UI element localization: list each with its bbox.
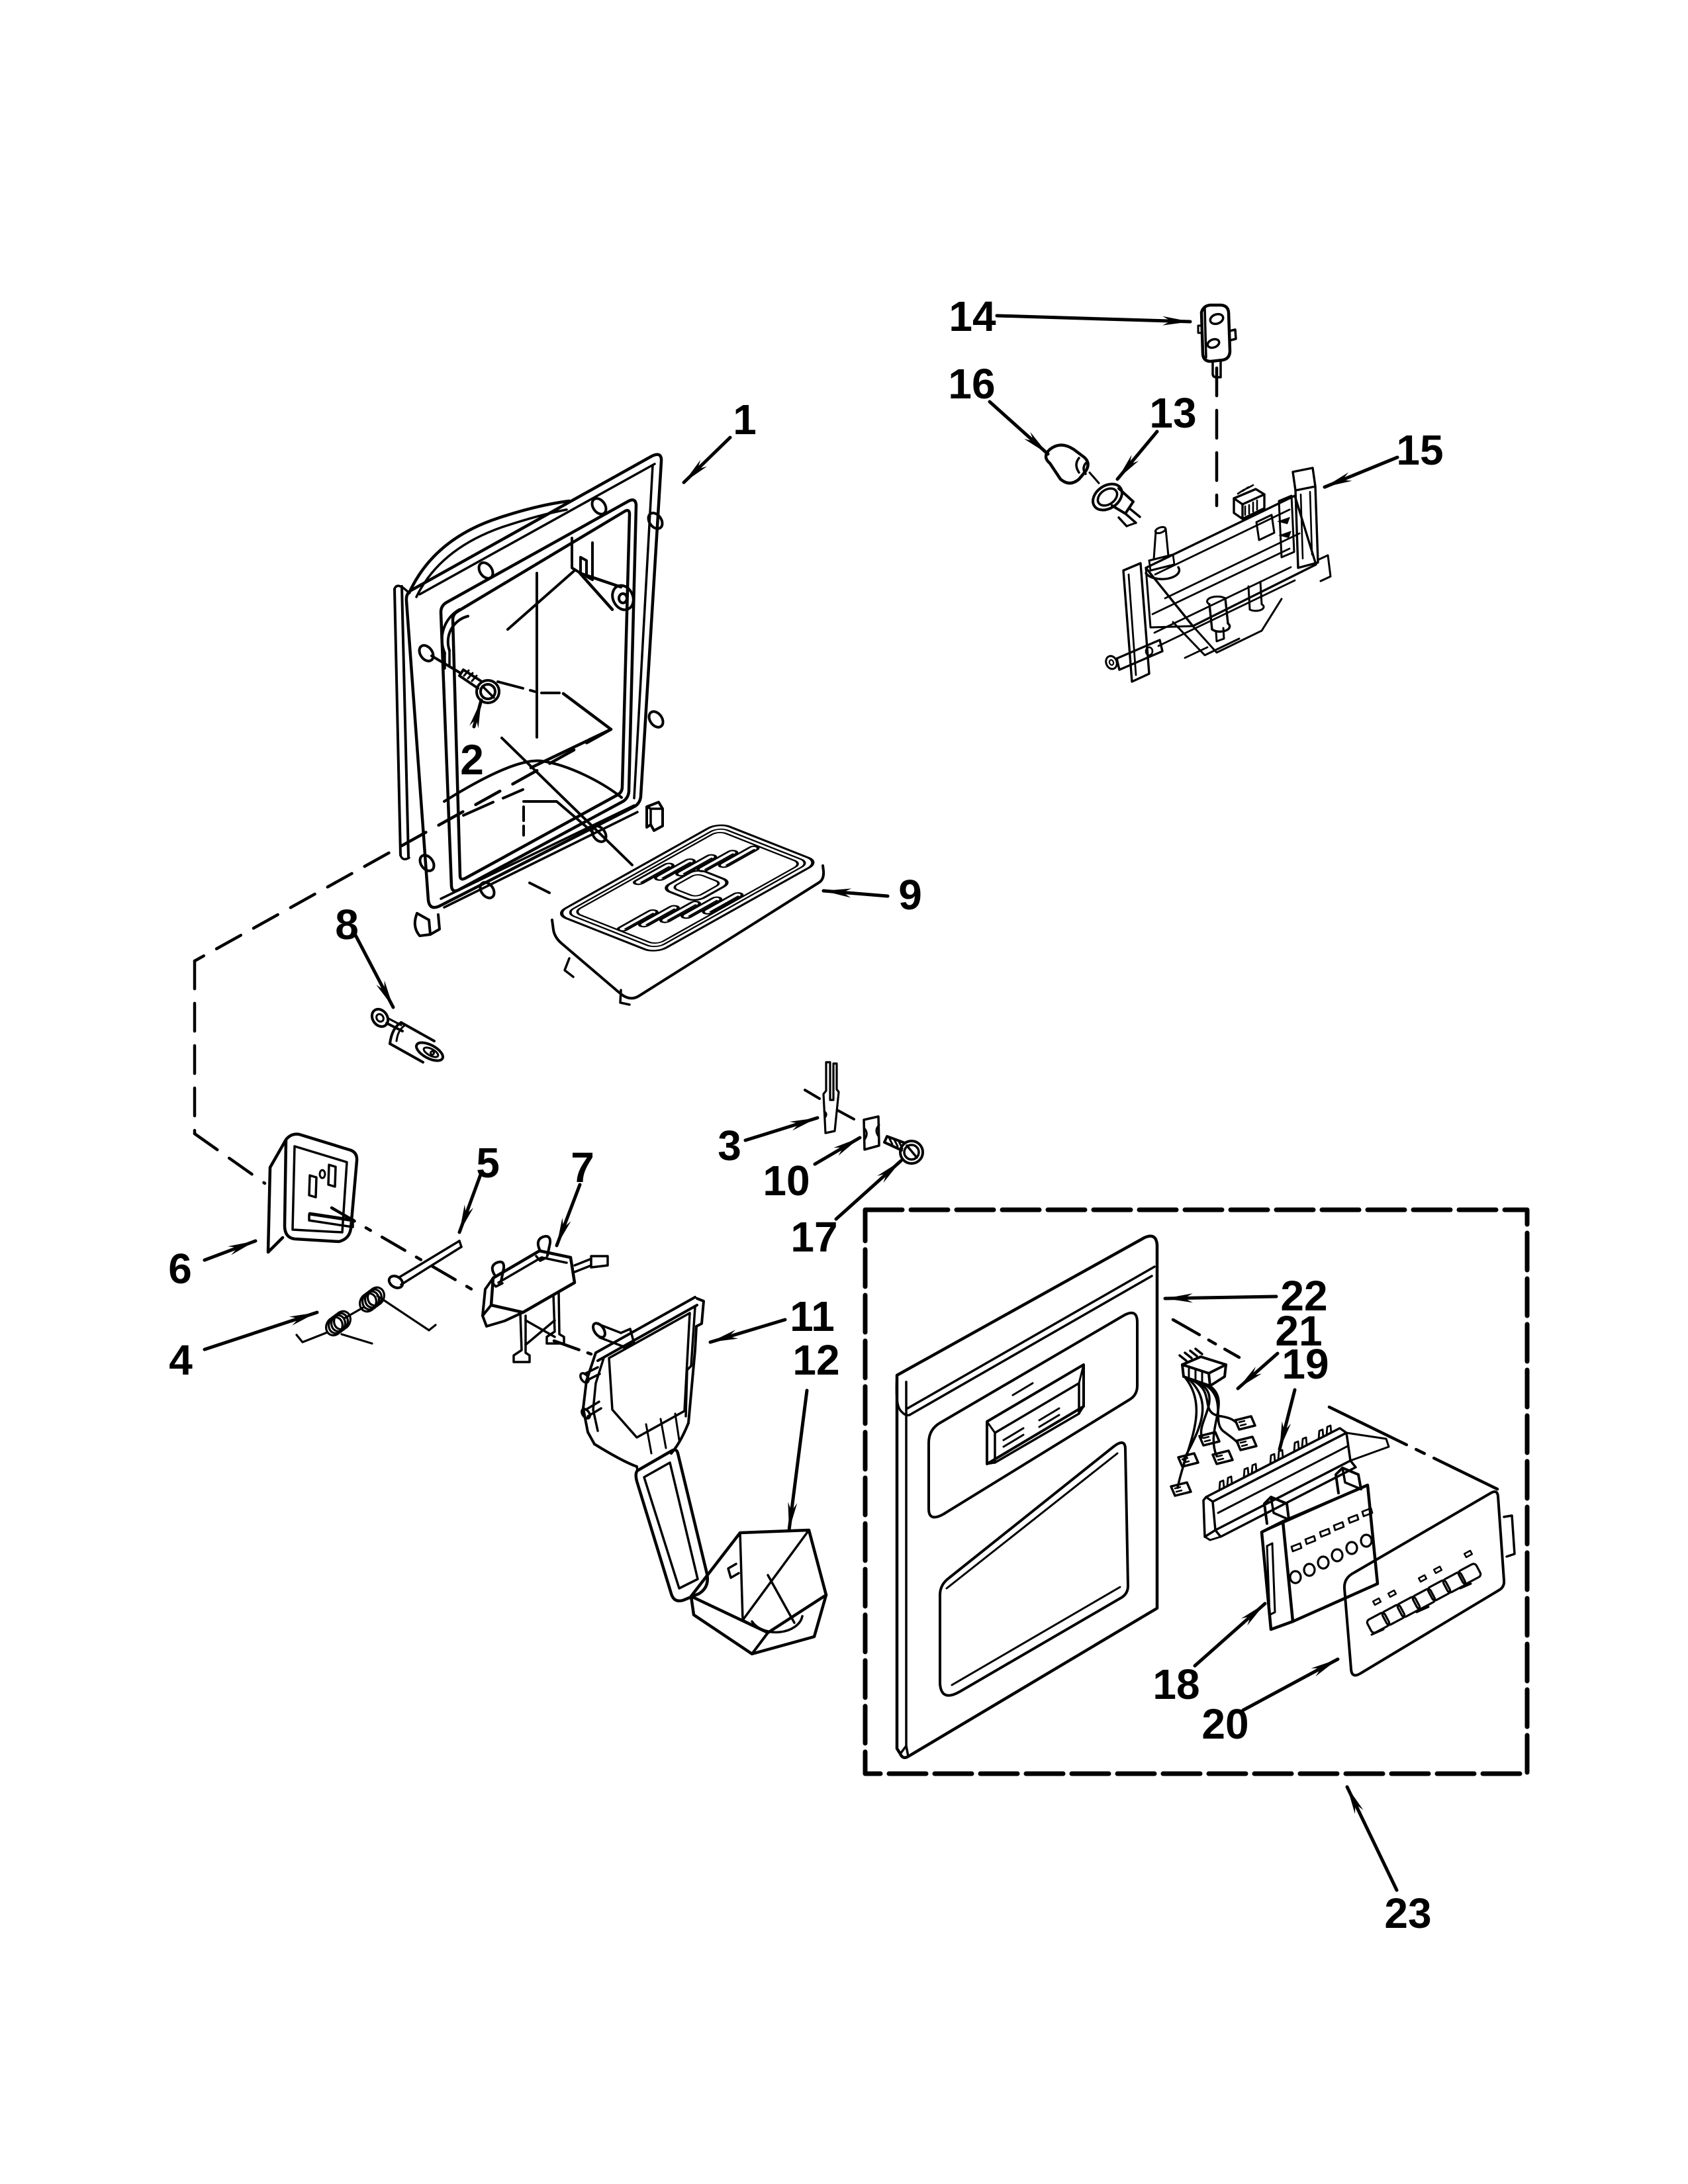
svg-text:14: 14 [949,293,996,340]
svg-text:5: 5 [476,1139,500,1187]
svg-text:23: 23 [1384,1889,1431,1937]
svg-text:18: 18 [1152,1661,1199,1708]
svg-text:8: 8 [335,901,359,948]
svg-text:13: 13 [1149,389,1196,437]
svg-text:12: 12 [792,1336,839,1384]
svg-text:6: 6 [168,1245,192,1293]
svg-text:11: 11 [790,1293,835,1340]
svg-text:22: 22 [1280,1272,1327,1320]
svg-text:7: 7 [571,1144,594,1191]
svg-text:15: 15 [1396,426,1443,474]
svg-text:9: 9 [898,871,922,919]
svg-text:4: 4 [169,1336,193,1384]
svg-text:10: 10 [763,1157,810,1205]
svg-text:3: 3 [718,1122,741,1169]
svg-text:20: 20 [1201,1700,1248,1748]
svg-text:2: 2 [460,736,484,784]
svg-text:17: 17 [790,1213,837,1261]
svg-text:21: 21 [1275,1307,1322,1355]
svg-text:1: 1 [733,396,757,443]
svg-text:16: 16 [948,360,995,408]
svg-text:19: 19 [1282,1340,1329,1388]
